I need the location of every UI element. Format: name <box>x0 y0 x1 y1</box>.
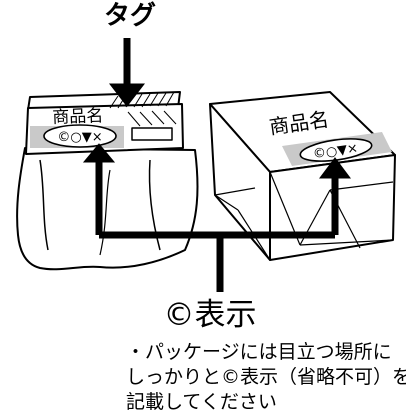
bag-product-name: 商品名 <box>52 106 104 128</box>
bag-package <box>16 147 199 271</box>
tag-arrow-head <box>108 83 146 107</box>
box-mark-ellipse <box>299 138 373 162</box>
box-mark-arrow-head <box>319 157 351 179</box>
note-line-2: しっかりと©表示（省略不可）を <box>126 366 406 388</box>
note-text: ・パッケージには目立つ場所に しっかりと©表示（省略不可）を 記載してください <box>126 340 406 415</box>
arrows <box>82 38 351 292</box>
bag-tag-card <box>25 91 184 155</box>
note-line-3: 記載してください <box>126 391 277 413</box>
bag-mark-arrow-head <box>82 143 116 163</box>
box-mark-text: ©○▼× <box>312 141 359 162</box>
note-line-1: ・パッケージには目立つ場所に <box>126 341 392 363</box>
tag-label: タグ <box>103 1 156 31</box>
bag-mark-ellipse <box>43 124 117 148</box>
bag-mark-text: ©○▼× <box>57 130 102 145</box>
copyright-mark-title: ©表示 <box>163 297 257 333</box>
